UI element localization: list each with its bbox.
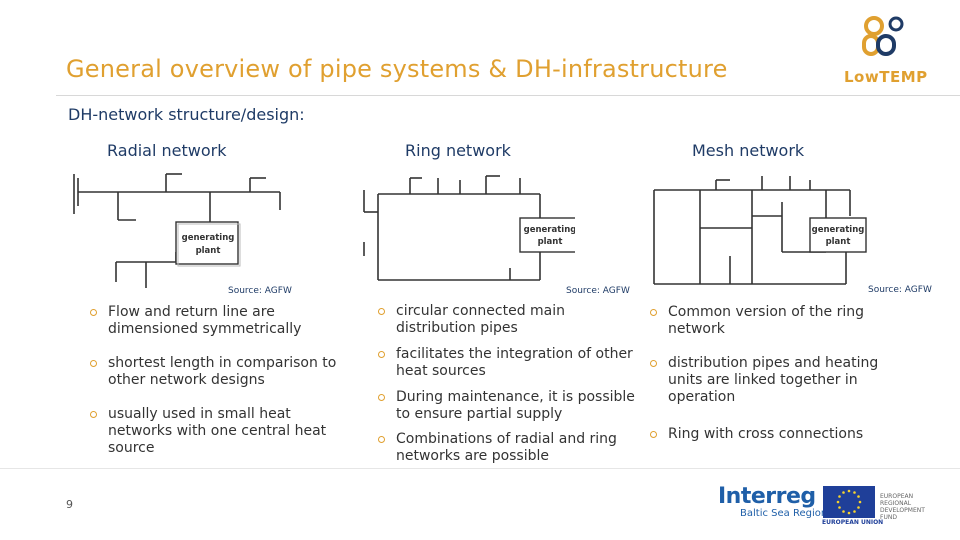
page-number: 9 <box>66 498 73 511</box>
list-item: shortest length in comparison to other n… <box>90 355 340 389</box>
logo-text: LowTEMP <box>844 68 928 86</box>
lowtemp-logo-icon <box>862 16 904 56</box>
section-subtitle: DH-network structure/design: <box>68 105 305 124</box>
mesh-network-heading: Mesh network <box>692 141 805 160</box>
erdf-label: EUROPEAN REGIONAL DEVELOPMENT FUND <box>880 493 925 521</box>
title-divider <box>56 95 960 96</box>
ring-network-heading: Ring network <box>405 141 511 160</box>
list-item: During maintenance, it is possible to en… <box>378 389 640 423</box>
footer-divider <box>0 468 960 469</box>
list-item: facilitates the integration of other hea… <box>378 346 640 380</box>
radial-source: Source: AGFW <box>228 286 292 296</box>
mesh-source: Source: AGFW <box>868 285 932 295</box>
radial-bullet-list: Flow and return line are dimensioned sym… <box>90 304 340 469</box>
mesh-bullet-list: Common version of the ring network distr… <box>650 304 882 454</box>
plant-label-line2: plant <box>196 246 221 256</box>
list-item: Common version of the ring network <box>650 304 882 338</box>
radial-network-heading: Radial network <box>107 141 227 160</box>
list-item: distribution pipes and heating units are… <box>650 355 882 406</box>
list-item: circular connected main distribution pip… <box>378 303 640 337</box>
radial-network-diagram: generating plant <box>73 173 281 288</box>
ring-source: Source: AGFW <box>566 286 630 296</box>
plant-label-line1: generating <box>812 225 865 235</box>
plant-label-line2: plant <box>826 237 851 247</box>
list-item: usually used in small heat networks with… <box>90 406 340 457</box>
list-item: Ring with cross connections <box>650 426 863 443</box>
list-item: Combinations of radial and ring networks… <box>378 431 640 465</box>
plant-label-line1: generating <box>182 233 235 243</box>
eu-label: EUROPEAN UNION <box>822 519 884 526</box>
mesh-network-diagram: generating plant <box>653 176 867 285</box>
interreg-region: Baltic Sea Region <box>740 508 828 519</box>
plant-label-line2: plant <box>538 237 563 247</box>
interreg-logo: Interreg <box>718 484 816 509</box>
ring-network-diagram: generating plant <box>363 175 575 281</box>
list-item: Flow and return line are dimensioned sym… <box>90 304 340 338</box>
ring-bullet-list: circular connected main distribution pip… <box>378 303 640 468</box>
eu-flag-icon <box>823 486 875 518</box>
interreg-wordmark: Interreg <box>718 484 816 509</box>
plant-label-line1: generating <box>524 225 575 235</box>
page-title: General overview of pipe systems & DH-in… <box>66 55 728 83</box>
